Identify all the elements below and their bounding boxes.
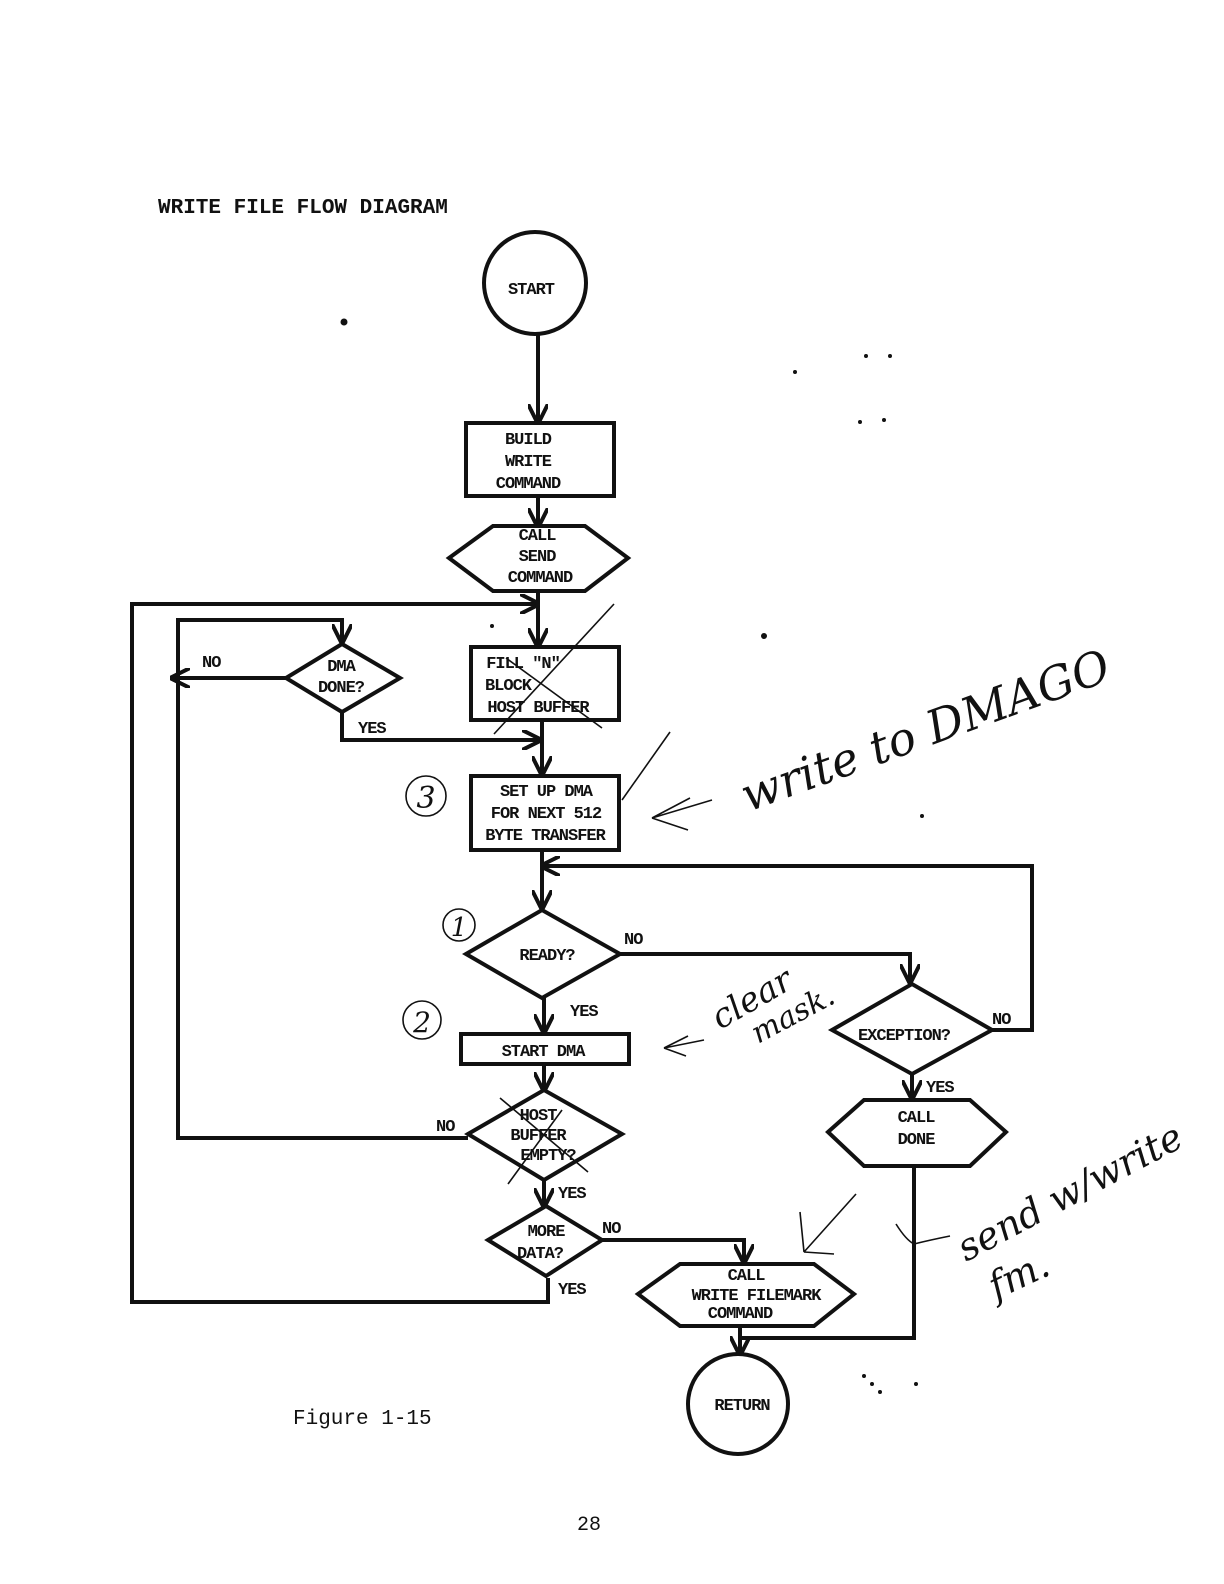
- node-start-dma: START DMA: [459, 1032, 631, 1066]
- edge-more-data-yes-loop: [130, 604, 550, 1304]
- crossout-line: [505, 657, 603, 729]
- call-done-line-2: DONE: [898, 1131, 936, 1150]
- crossout-line: [507, 1109, 563, 1185]
- node-more-data: MORE DATA?: [484, 1203, 606, 1279]
- left-arrow-icon: [663, 1035, 705, 1057]
- ready-label: READY?: [519, 947, 575, 966]
- node-start: START: [482, 230, 588, 336]
- setup-dma-line-2: FOR NEXT 512: [491, 805, 602, 824]
- dma-done-no-label: NO: [202, 654, 221, 673]
- edge-exception-no-loop: [542, 866, 1034, 1032]
- marker-1-circle: [442, 908, 476, 942]
- start-dma-label: START DMA: [502, 1043, 587, 1062]
- ready-no-label: NO: [624, 931, 643, 950]
- marker-1: 1: [451, 913, 468, 943]
- build-write-line-3: COMMAND: [496, 475, 561, 494]
- host-empty-line-2: BUFFER: [510, 1127, 567, 1146]
- setup-dma-line-3: BYTE TRANSFER: [485, 827, 606, 846]
- exception-label: EXCEPTION?: [858, 1027, 951, 1046]
- write-to-dmago-note: write to DMAGO: [733, 639, 1117, 823]
- edge-more-data-no: [602, 1238, 744, 1262]
- call-send-line-2: SEND: [519, 548, 557, 567]
- node-write-filemark-command: CALL WRITE FILEMARK COMMAND: [634, 1262, 858, 1328]
- call-done-line-1: CALL: [898, 1109, 936, 1128]
- diagram-title: WRITE FILE FLOW DIAGRAM: [158, 197, 448, 220]
- more-data-yes-label: YES: [558, 1281, 586, 1300]
- marker-2-circle: [402, 1000, 442, 1040]
- node-setup-dma: SET UP DMA FOR NEXT 512 BYTE TRANSFER: [469, 774, 621, 852]
- dma-done-line-1: DMA: [327, 658, 356, 677]
- node-build-write-command: BUILD WRITE COMMAND: [464, 421, 616, 498]
- node-fill-block-host-buffer: FILL "N" BLOCK HOST BUFFER: [469, 603, 621, 735]
- more-data-no-label: NO: [602, 1220, 621, 1239]
- marker-2: 2: [412, 1006, 431, 1039]
- edge-ready-no: [620, 952, 910, 982]
- annotation-tick: [895, 1223, 951, 1245]
- call-send-line-3: COMMAND: [508, 569, 573, 588]
- call-send-line-1: CALL: [519, 527, 557, 546]
- exception-yes-label: YES: [926, 1079, 954, 1098]
- node-host-buffer-empty: HOST BUFFER EMPTY?: [464, 1087, 627, 1185]
- more-data-line-2: DATA?: [517, 1245, 564, 1264]
- filemark-line-2: WRITE FILEMARK: [692, 1287, 823, 1306]
- node-call-send-command: CALL SEND COMMAND: [445, 524, 632, 593]
- filemark-line-3: COMMAND: [708, 1305, 773, 1324]
- marker-3-circle: [405, 775, 447, 817]
- page-number: 28: [577, 1514, 601, 1537]
- ready-yes-label: YES: [570, 1003, 598, 1022]
- marker-3: 3: [416, 781, 435, 816]
- connectors: [130, 334, 1034, 1354]
- fill-block-line-2: BLOCK: [485, 677, 533, 696]
- return-label: RETURN: [714, 1397, 770, 1416]
- host-empty-no-label: NO: [436, 1118, 455, 1137]
- node-dma-done: DMA DONE?: [282, 641, 404, 715]
- down-left-arrow-icon: [799, 1193, 857, 1255]
- host-empty-line-1: HOST: [520, 1107, 558, 1126]
- left-arrow-icon: [651, 797, 713, 831]
- host-empty-yes-label: YES: [558, 1185, 586, 1204]
- figure-caption: Figure 1-15: [293, 1408, 432, 1431]
- setup-dma-line-1: SET UP DMA: [500, 783, 594, 802]
- node-return: RETURN: [686, 1352, 790, 1456]
- node-call-done: CALL DONE: [825, 1098, 1009, 1168]
- exception-no-label: NO: [992, 1011, 1011, 1030]
- node-ready: READY?: [462, 907, 625, 1001]
- crossout-line: [493, 603, 615, 735]
- build-write-line-2: WRITE: [505, 453, 552, 472]
- more-data-line-1: MORE: [528, 1223, 566, 1242]
- edge-call-done-return: [740, 1168, 916, 1340]
- dma-done-line-2: DONE?: [318, 679, 365, 698]
- fill-block-line-1: FILL "N": [486, 655, 560, 674]
- annotation-slash: [621, 731, 671, 801]
- edge-dma-done-yes: [340, 712, 540, 740]
- node-start-label: START: [508, 281, 555, 300]
- scan-specks: [340, 318, 924, 1394]
- filemark-line-1: CALL: [728, 1267, 766, 1286]
- build-write-line-1: BUILD: [505, 431, 552, 450]
- edge-host-no-loop: [176, 618, 468, 1140]
- node-exception: EXCEPTION?: [827, 981, 997, 1077]
- dma-done-yes-label: YES: [358, 720, 386, 739]
